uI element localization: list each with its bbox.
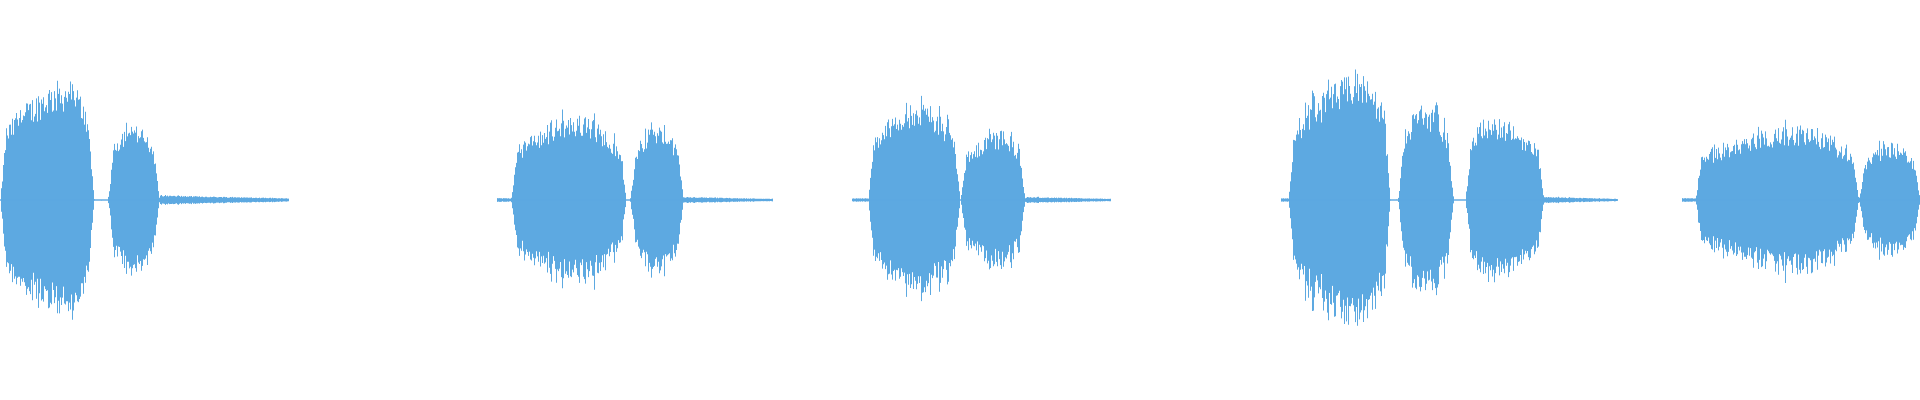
waveform-segment-clip-2 <box>497 109 773 290</box>
waveform-trace <box>852 95 1111 302</box>
waveform-trace <box>1281 69 1618 326</box>
waveform-segment-clip-1 <box>0 80 289 320</box>
waveform-segment-clip-5 <box>1682 119 1920 283</box>
waveform-segment-clip-3 <box>852 95 1111 302</box>
waveform-segments <box>0 69 1920 326</box>
waveform-trace <box>1682 119 1920 283</box>
waveform-segment-clip-4 <box>1281 69 1618 326</box>
